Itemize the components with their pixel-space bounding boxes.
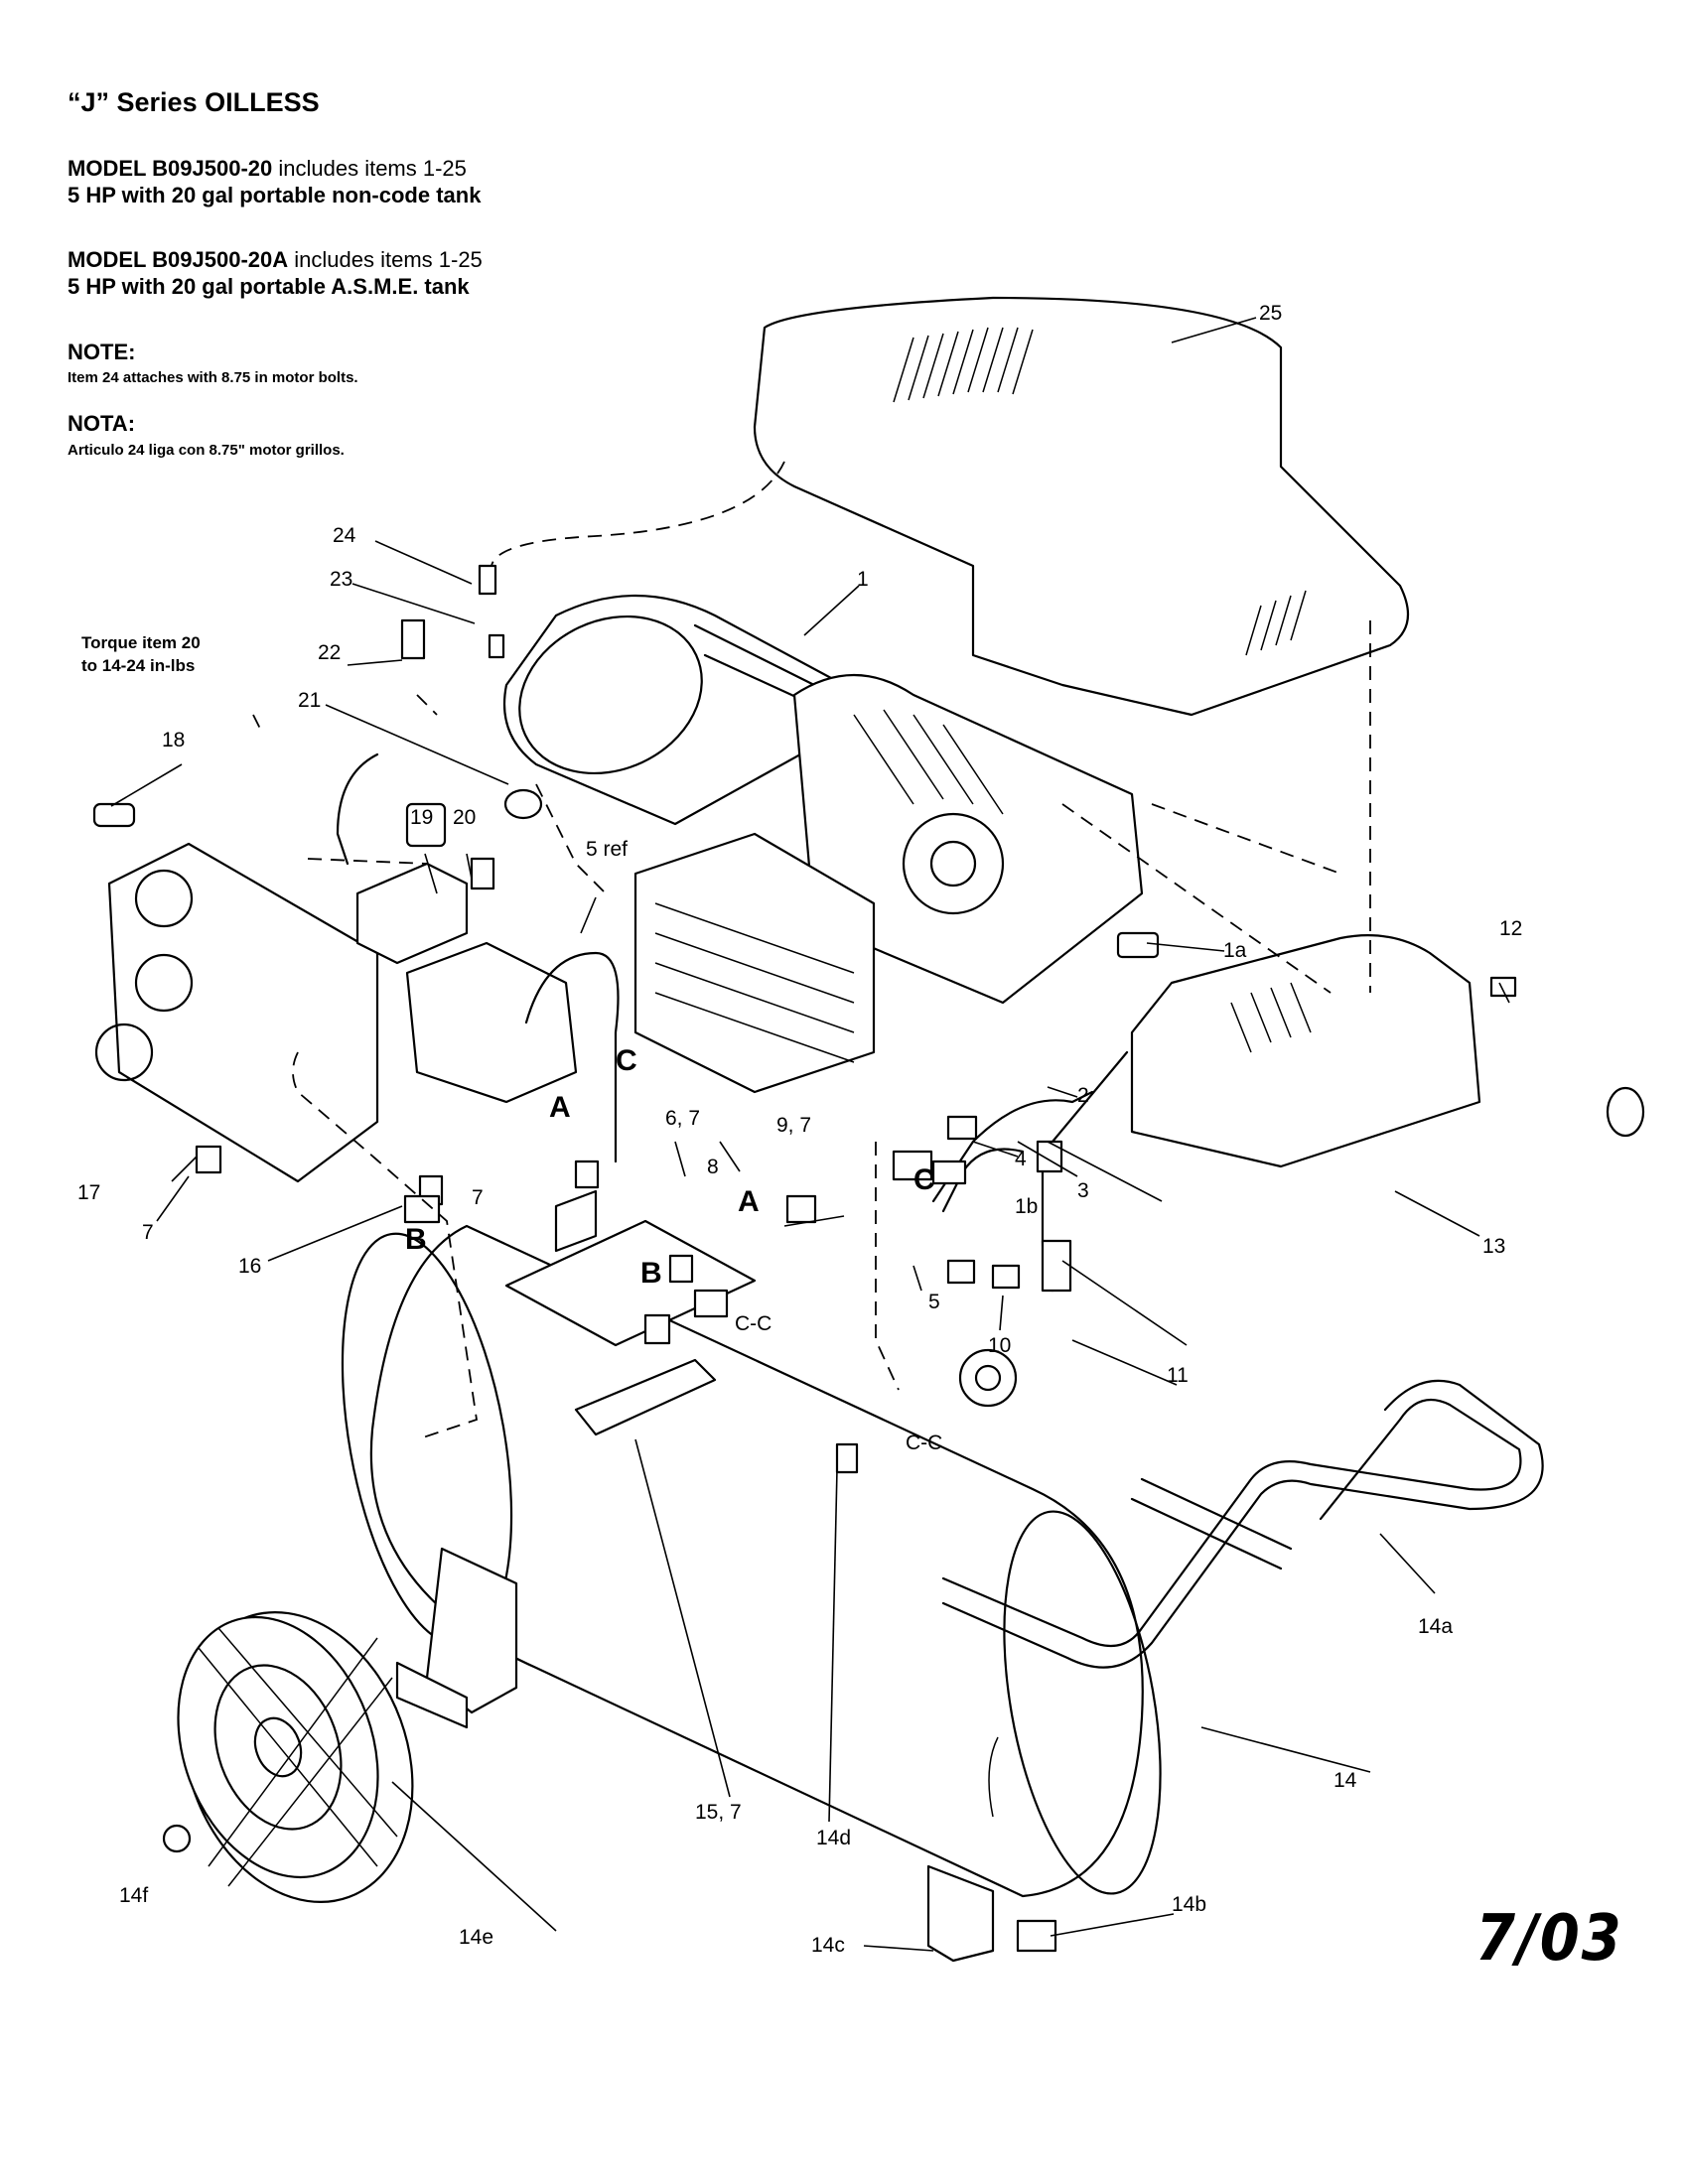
model-description: 5 HP with 20 gal portable A.S.M.E. tank xyxy=(68,274,470,299)
callout-8: 8 xyxy=(707,1156,719,1178)
callout-6-7: 6, 7 xyxy=(665,1107,700,1130)
connection-markers: C A A B B C C-C C-C xyxy=(405,1044,942,1454)
marker-c-right: C xyxy=(913,1163,935,1196)
callout-1b: 1b xyxy=(1015,1195,1038,1218)
punch-hole xyxy=(1606,1086,1645,1138)
model-description: 5 HP with 20 gal portable non-code tank xyxy=(68,183,482,207)
callout-21: 21 xyxy=(298,689,321,712)
callout-14f: 14f xyxy=(119,1884,148,1907)
date-code: 7/03 xyxy=(1475,1902,1623,1976)
assembly-dash-lines xyxy=(252,461,1371,1440)
tank-handle xyxy=(941,1379,1544,1669)
nota-text: Articulo 24 liga con 8.75" motor grillos… xyxy=(68,442,345,459)
model-includes: includes items 1-25 xyxy=(288,247,483,272)
wheel-cap xyxy=(162,1824,192,1853)
callout-14: 14 xyxy=(1333,1769,1357,1792)
top-shroud xyxy=(753,296,1410,717)
callout-20: 20 xyxy=(453,806,476,829)
callout-1: 1 xyxy=(857,568,869,591)
callout-1a: 1a xyxy=(1223,939,1247,962)
callout-4: 4 xyxy=(1015,1148,1027,1170)
side-shroud xyxy=(1130,934,1481,1168)
callout-16: 16 xyxy=(238,1255,261,1278)
pressure-switch xyxy=(355,862,578,1104)
callout-23: 23 xyxy=(330,568,352,591)
note-text: Item 24 attaches with 8.75 in motor bolt… xyxy=(68,369,358,386)
callout-7-left: 7 xyxy=(142,1221,154,1244)
callout-14d: 14d xyxy=(816,1827,851,1849)
torque-note-line-2: to 14-24 in-lbs xyxy=(81,656,196,675)
callout-10: 10 xyxy=(988,1334,1011,1357)
nota-heading: NOTA: xyxy=(68,411,136,436)
model-block-1: MODEL B09J500-20 includes items 1-25 5 H… xyxy=(68,155,481,208)
callout-5: 5 xyxy=(928,1291,940,1313)
callout-12: 12 xyxy=(1499,917,1522,940)
callout-25: 25 xyxy=(1259,302,1282,325)
marker-a-left: A xyxy=(549,1091,571,1124)
marker-b-right: B xyxy=(640,1257,662,1290)
marker-b-left: B xyxy=(405,1223,427,1256)
callout-5-ref: 5 ref xyxy=(586,838,628,861)
callout-9-7: 9, 7 xyxy=(776,1114,811,1137)
callout-22: 22 xyxy=(318,641,341,664)
model-block-2: MODEL B09J500-20A includes items 1-25 5 … xyxy=(68,246,483,300)
marker-c-top: C xyxy=(616,1044,637,1077)
wheel xyxy=(177,1611,469,1903)
model-number: MODEL B09J500-20A xyxy=(68,247,289,272)
callout-14a: 14a xyxy=(1418,1615,1453,1638)
leader-lines xyxy=(110,317,1510,1952)
torque-note-line-1: Torque item 20 xyxy=(81,633,201,652)
callout-14c: 14c xyxy=(811,1934,845,1957)
callout-11: 11 xyxy=(1167,1364,1189,1387)
callout-13: 13 xyxy=(1482,1235,1505,1258)
callout-17: 17 xyxy=(77,1181,100,1204)
switch-cover xyxy=(94,842,379,1183)
model-number: MODEL B09J500-20 xyxy=(68,156,273,181)
tank-feet xyxy=(425,1547,995,1963)
note-heading: NOTE: xyxy=(68,340,136,364)
marker-cc-upper: C-C xyxy=(735,1312,772,1335)
air-tank xyxy=(341,1224,1162,1898)
callout-19: 19 xyxy=(410,806,433,829)
motor xyxy=(502,594,1144,1094)
callout-24: 24 xyxy=(333,524,356,547)
callout-3: 3 xyxy=(1077,1179,1089,1202)
callout-14b: 14b xyxy=(1172,1893,1206,1916)
marker-a-right: A xyxy=(738,1185,760,1218)
callout-14e: 14e xyxy=(459,1926,493,1949)
callout-15-7: 15, 7 xyxy=(695,1801,742,1824)
marker-cc-lower: C-C xyxy=(906,1432,942,1454)
series-title: “J” Series OILLESS xyxy=(68,87,320,117)
callout-7-mid: 7 xyxy=(472,1186,484,1209)
callouts: 25 1 24 23 22 21 18 19 20 5 ref 12 1a 2 … xyxy=(77,302,1522,1957)
mounting-plate xyxy=(504,1189,757,1436)
model-includes: includes items 1-25 xyxy=(272,156,467,181)
callout-18: 18 xyxy=(162,729,185,751)
torque-note: Torque item 20 to 14-24 in-lbs xyxy=(81,631,201,677)
callout-2: 2 xyxy=(1077,1084,1089,1107)
